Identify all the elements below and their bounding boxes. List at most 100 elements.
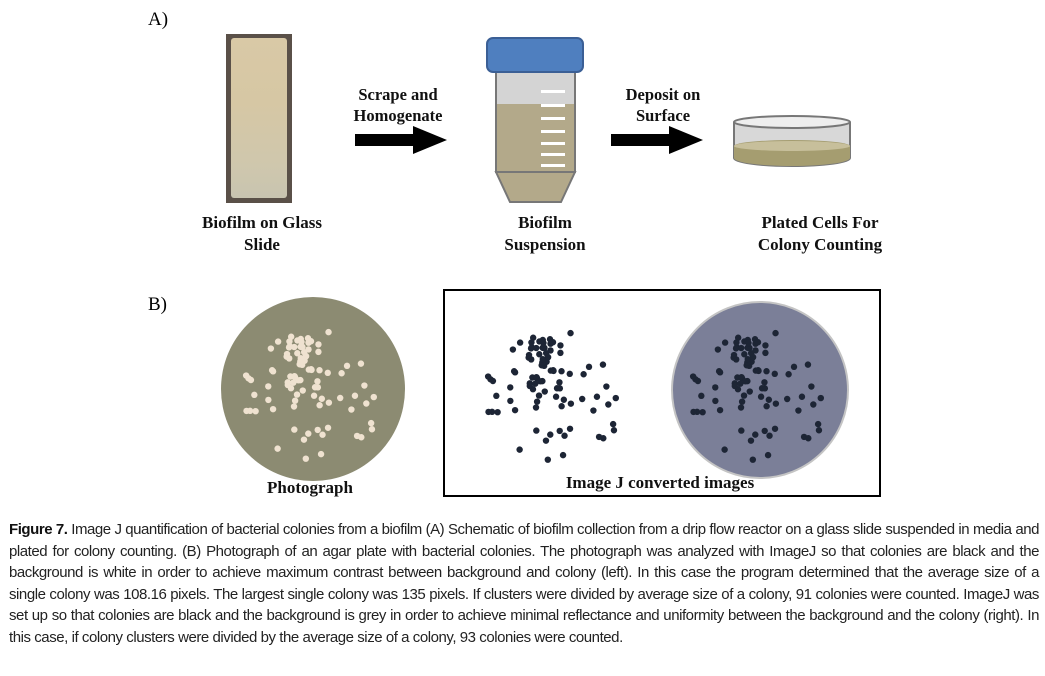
colony-dot	[766, 432, 773, 439]
colony-dot	[556, 427, 563, 435]
colony-dot	[291, 426, 298, 433]
caption-text: Image J quantification of bacterial colo…	[9, 521, 1039, 646]
colony-dot	[698, 392, 705, 400]
colony-dot	[291, 372, 298, 380]
colony-dot	[772, 329, 779, 337]
colony-dot	[721, 446, 728, 453]
colony-dot	[526, 382, 533, 390]
glass-slide-image	[226, 34, 292, 203]
colony-dot	[358, 434, 365, 441]
colony-dot	[351, 392, 359, 399]
colony-dot	[733, 339, 740, 346]
colony-dot	[532, 404, 540, 411]
colony-dot	[510, 368, 518, 375]
colony-dot	[758, 385, 766, 392]
colony-dot	[284, 381, 291, 389]
colony-dot	[357, 360, 365, 367]
colony-dot	[593, 393, 601, 400]
colony-dot	[293, 391, 301, 398]
colony-dot	[754, 367, 762, 374]
colony-dot	[290, 403, 298, 410]
colony-dot	[363, 400, 370, 407]
colony-dot	[336, 394, 344, 402]
colony-dot	[536, 351, 543, 358]
colony-dot	[752, 431, 759, 438]
arrow-right-icon	[611, 126, 703, 154]
colony-dot	[741, 351, 748, 358]
arrow1-label-line1: Scrape and	[358, 85, 438, 104]
colony-dot	[699, 408, 706, 416]
colony-dot	[771, 370, 778, 378]
colony-dot	[744, 355, 751, 363]
panel-a-label: A)	[148, 9, 169, 30]
colony-dot	[605, 401, 612, 408]
colony-dot	[603, 383, 610, 390]
dish-label-line2: Colony Counting	[757, 235, 883, 254]
colony-dot	[484, 373, 492, 380]
colony-dot	[338, 370, 345, 377]
colony-dot	[580, 371, 587, 378]
colony-dot	[265, 383, 272, 390]
tube-label-line2: Suspension	[504, 235, 586, 254]
caption-title: Figure 7.	[9, 521, 68, 538]
colony-dot	[307, 366, 315, 373]
colony-dot	[804, 361, 812, 368]
colony-dot	[539, 355, 546, 363]
colony-dot	[307, 338, 315, 345]
colony-dot	[549, 367, 557, 374]
colony-dot	[815, 427, 823, 434]
colony-dot	[494, 408, 501, 416]
colony-dot	[295, 377, 302, 384]
colony-dot	[537, 378, 544, 385]
colony-dot	[243, 407, 250, 415]
colony-dot	[745, 339, 752, 347]
colony-dot	[737, 404, 745, 411]
arrow1-label-line2: Homogenate	[353, 106, 443, 125]
colony-dot	[370, 393, 377, 401]
colony-dot	[689, 373, 697, 380]
colony-dot	[785, 371, 792, 378]
colony-dot	[738, 344, 745, 352]
colony-dot	[721, 339, 729, 346]
colony-dot	[590, 407, 597, 414]
colony-dot	[291, 397, 299, 404]
colony-dot	[540, 339, 547, 347]
colony-dot	[609, 420, 617, 428]
colony-dot	[535, 392, 543, 399]
tube-label-line1: Biofilm	[518, 213, 572, 232]
slide-label-line2: Slide	[244, 235, 280, 254]
colony-dot	[610, 427, 618, 434]
colony-dot	[599, 361, 607, 368]
colony-dot	[749, 353, 757, 361]
colony-dot	[558, 368, 565, 375]
colony-dot	[745, 344, 752, 352]
colony-dot	[544, 456, 552, 463]
colony-dot	[325, 328, 332, 336]
colony-dot	[314, 426, 321, 434]
colony-dot	[585, 363, 593, 371]
colony-dot	[772, 400, 780, 407]
colony-dot	[763, 403, 770, 410]
colony-dot	[297, 354, 304, 362]
dish-label: Plated Cells For Colony Counting	[720, 212, 920, 256]
colony-dot	[765, 396, 773, 403]
colony-dot	[552, 393, 560, 400]
colony-dot	[790, 363, 798, 371]
colony-dot	[747, 437, 755, 444]
colony-dot	[600, 435, 607, 442]
colony-dot	[762, 342, 769, 349]
colony-dot	[267, 345, 275, 352]
colony-dot	[742, 378, 749, 385]
colony-dot	[532, 380, 539, 387]
colony-dot	[317, 450, 325, 458]
colony-dot	[324, 369, 331, 377]
colony-dot	[817, 394, 824, 402]
colony-dot	[343, 362, 351, 370]
colony-dot	[314, 378, 321, 385]
colony-dot	[557, 349, 564, 357]
colony-dot	[712, 384, 719, 391]
tube-label: Biofilm Suspension	[455, 212, 635, 256]
colony-dot	[567, 400, 575, 407]
colony-dot	[290, 379, 297, 386]
colony-dot	[559, 451, 567, 459]
